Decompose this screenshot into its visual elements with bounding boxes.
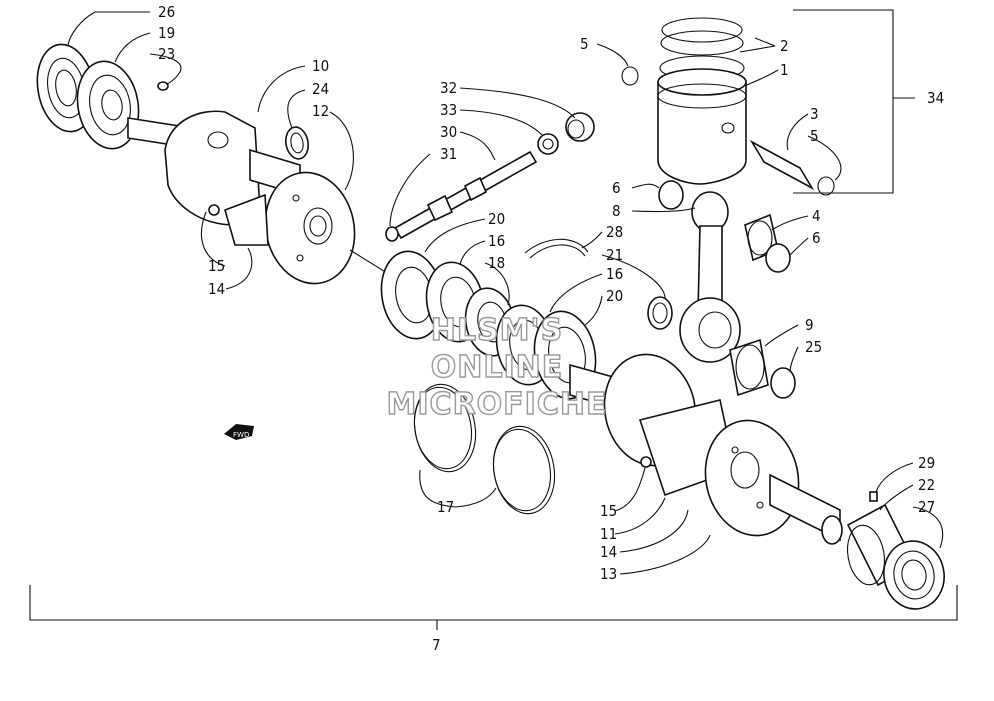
callout-4: 4 — [812, 207, 821, 225]
callout-23: 23 — [158, 45, 175, 63]
callout-22: 22 — [918, 476, 935, 494]
fwd-marker: FWD — [233, 431, 249, 439]
callout-31: 31 — [440, 145, 457, 163]
callout-25: 25 — [805, 338, 822, 356]
callout-20-b: 20 — [606, 287, 623, 305]
washer-24 — [285, 126, 309, 160]
snap-ring-28 — [524, 238, 589, 254]
callout-10: 10 — [312, 57, 329, 75]
callout-15-left: 15 — [208, 257, 225, 275]
callout-17: 17 — [437, 498, 454, 516]
callout-29: 29 — [918, 454, 935, 472]
plate-14-left — [224, 193, 269, 246]
callout-15-right: 15 — [600, 502, 617, 520]
connecting-rod-8 — [679, 191, 741, 363]
callout-6-b: 6 — [812, 229, 821, 247]
callout-12: 12 — [312, 102, 329, 120]
key-29 — [869, 491, 878, 502]
seal-32 — [565, 112, 595, 142]
callout-33: 33 — [440, 101, 457, 119]
seal-27 — [883, 540, 945, 610]
washer-6-a — [658, 180, 684, 210]
callout-16-a: 16 — [488, 232, 505, 250]
callout-16-b: 16 — [606, 265, 623, 283]
callout-18: 18 — [488, 254, 505, 272]
washer-6-b — [765, 243, 791, 273]
crank-shaft-right — [569, 353, 843, 545]
bearing-19 — [76, 60, 140, 150]
callout-19: 19 — [158, 24, 175, 42]
callout-5-a: 5 — [580, 35, 589, 53]
piston-1 — [657, 68, 747, 185]
callout-24: 24 — [312, 80, 329, 98]
callout-34: 34 — [927, 89, 944, 107]
callout-1: 1 — [780, 61, 789, 79]
callout-3: 3 — [810, 105, 819, 123]
drive-shaft-30 — [393, 150, 538, 240]
bushing-33 — [537, 133, 559, 155]
callout-11: 11 — [600, 525, 617, 543]
pin-15-right — [640, 456, 652, 468]
callout-27: 27 — [918, 498, 935, 516]
callout-13: 13 — [600, 565, 617, 583]
callout-30: 30 — [440, 123, 457, 141]
callout-14-right: 14 — [600, 543, 617, 561]
callout-28: 28 — [606, 223, 623, 241]
callout-9: 9 — [805, 316, 814, 334]
watermark: HLSM'S ONLINE MICROFICHE — [386, 312, 608, 422]
washer-21 — [647, 296, 673, 330]
callout-7: 7 — [432, 636, 441, 654]
watermark-line-2: ONLINE — [431, 350, 564, 385]
watermark-line-3: MICROFICHE — [387, 387, 608, 422]
callout-5-b: 5 — [810, 127, 819, 145]
pin-15-left — [208, 204, 220, 216]
washer-31 — [385, 226, 399, 242]
washer-25 — [770, 367, 796, 399]
callout-2: 2 — [780, 37, 789, 55]
forward-arrow-icon: FWD — [224, 424, 254, 440]
callout-26: 26 — [158, 3, 175, 21]
callout-21: 21 — [606, 246, 623, 264]
callout-8: 8 — [612, 202, 621, 220]
needle-bearing-9 — [729, 338, 769, 397]
watermark-line-1: HLSM'S — [431, 313, 563, 348]
crank-shaft-left — [127, 110, 301, 226]
clip-5-a — [621, 66, 639, 86]
callout-6-a: 6 — [612, 179, 621, 197]
key-23 — [157, 81, 169, 91]
clip-5-b — [817, 176, 835, 196]
callout-32: 32 — [440, 79, 457, 97]
callout-20-a: 20 — [488, 210, 505, 228]
callout-14-left: 14 — [208, 280, 225, 298]
wrist-pin-3 — [749, 139, 815, 191]
